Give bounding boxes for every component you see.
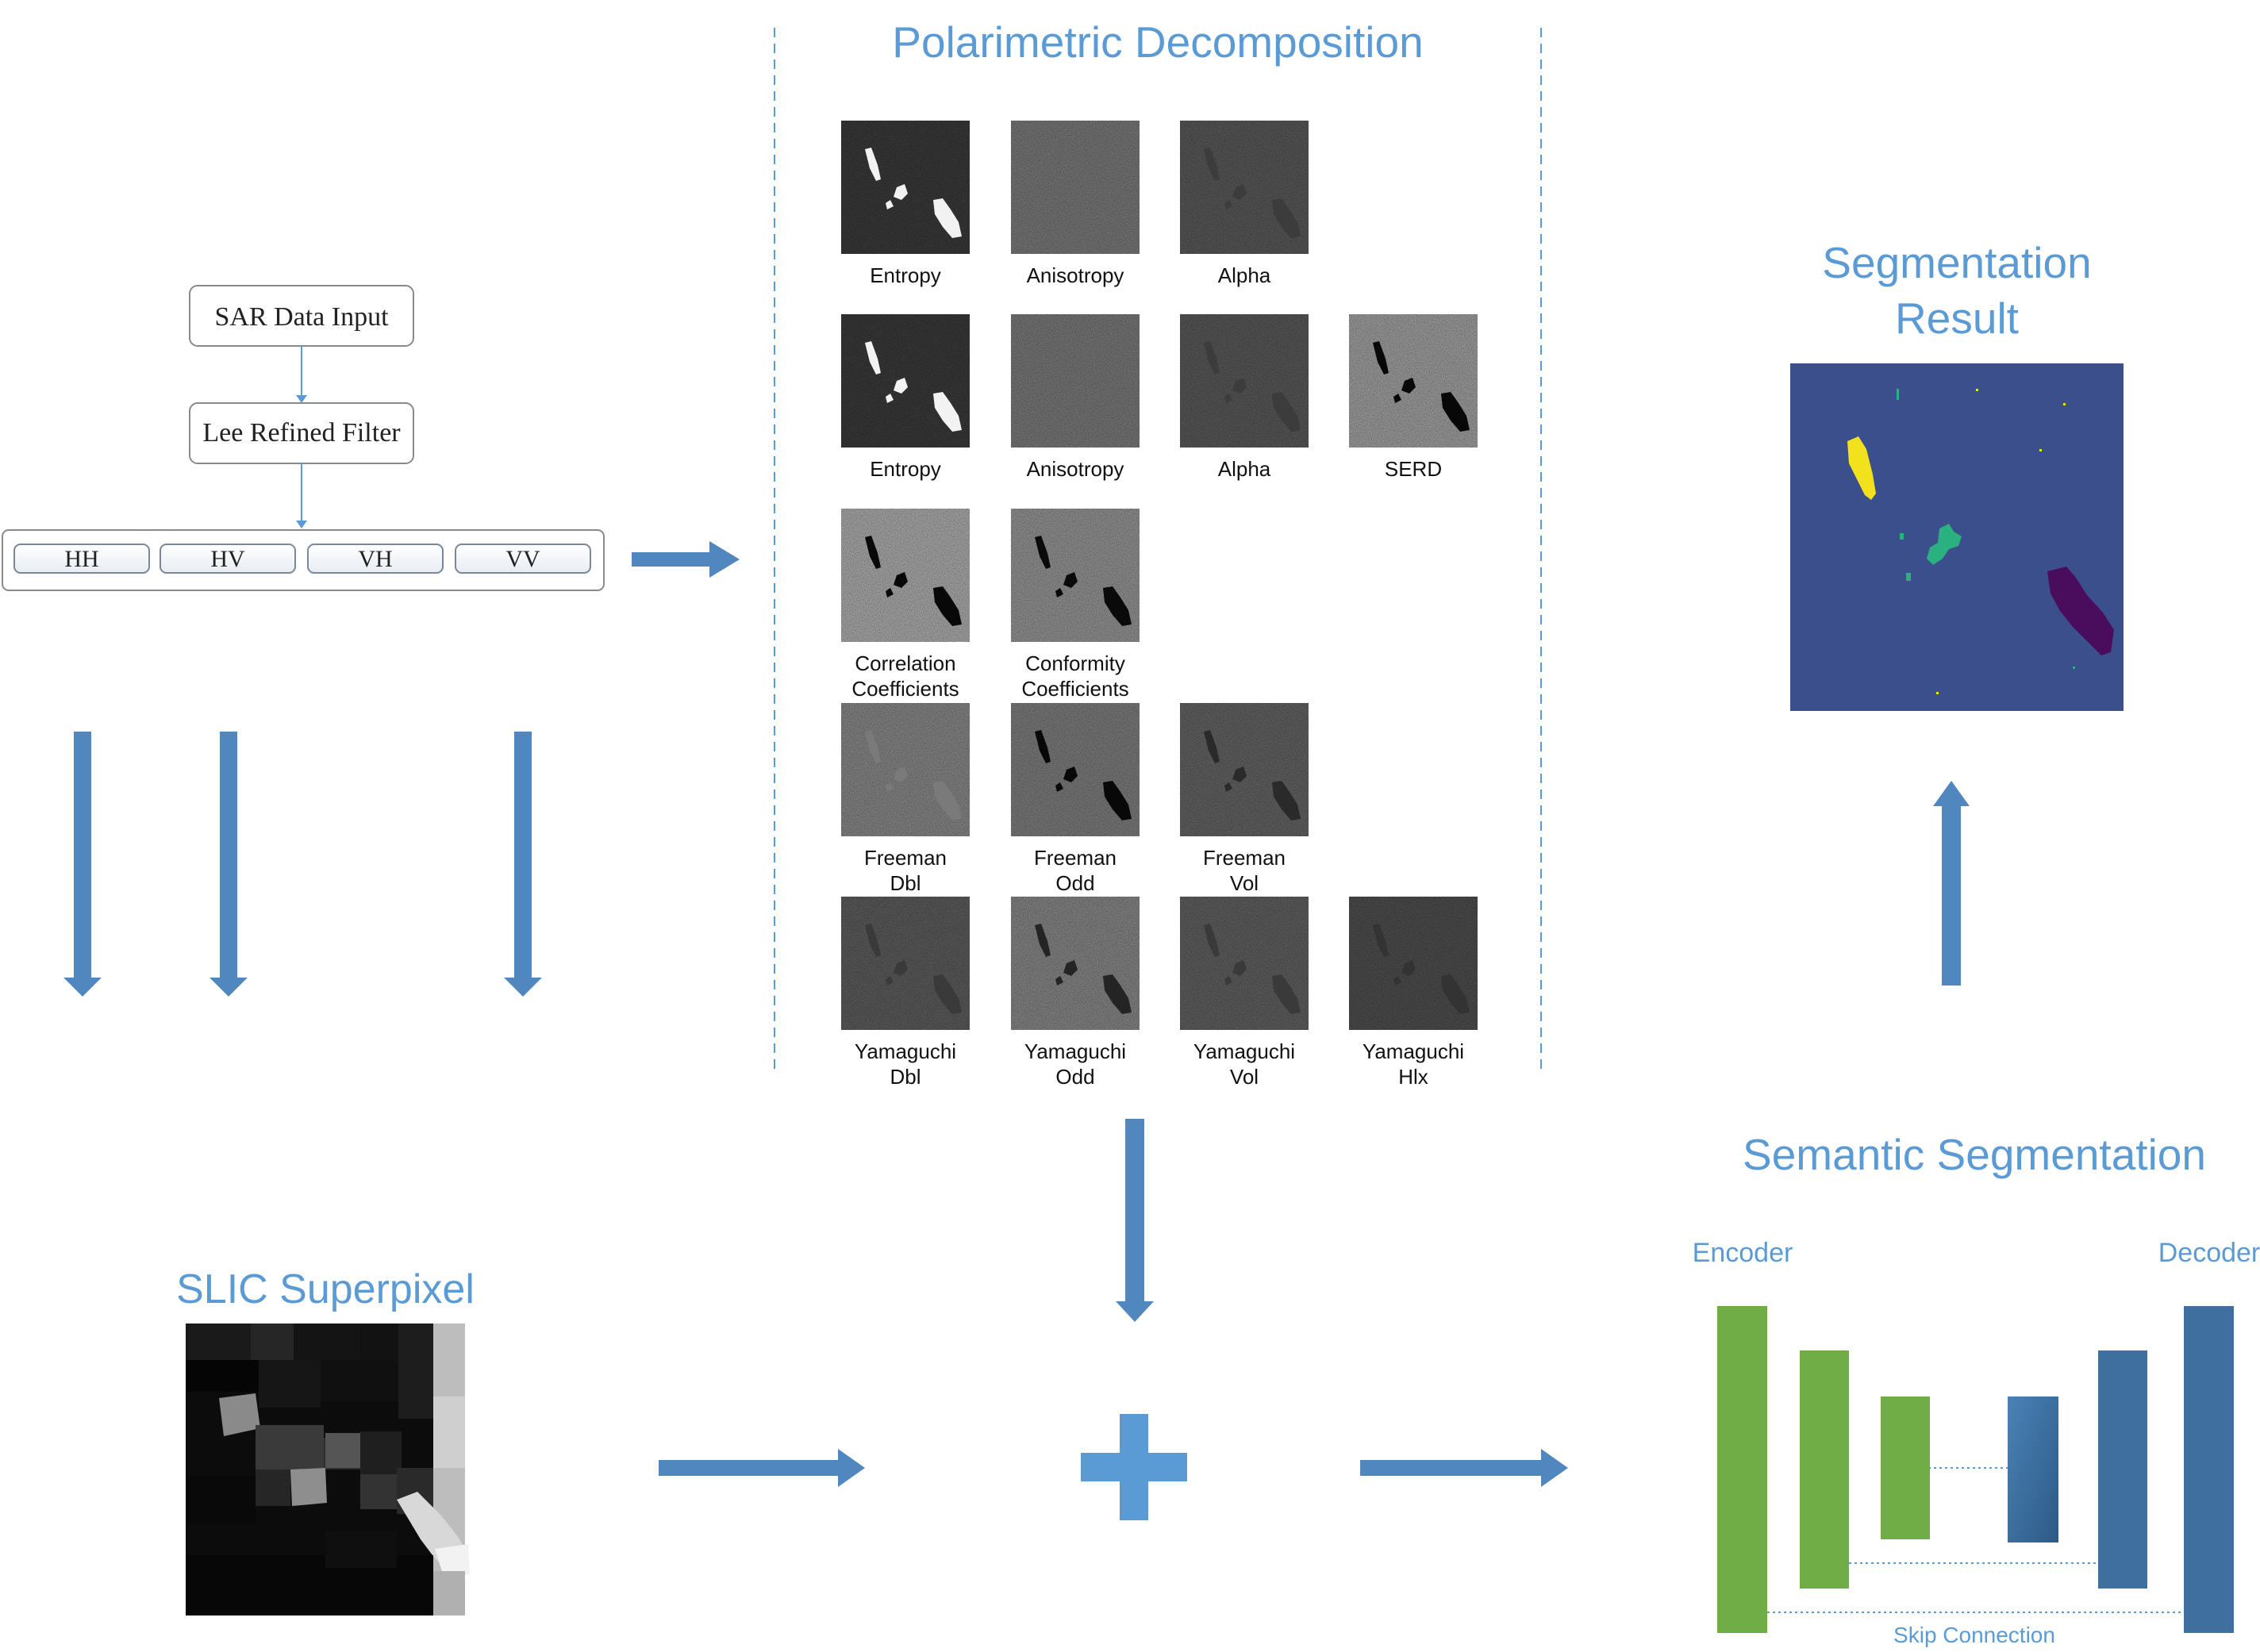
channels-container <box>2 529 605 591</box>
decomp-thumbnail: Alpha <box>1180 121 1309 287</box>
decomp-label-line2: Vol <box>1230 871 1259 895</box>
channel-pill-vh: VH <box>307 544 444 574</box>
decomp-label-line1: Anisotropy <box>1027 263 1124 287</box>
decomp-label-line1: Entropy <box>870 263 941 287</box>
decomp-thumbnail: Alpha <box>1180 314 1309 481</box>
decomp-label-line1: Freeman <box>1203 846 1286 870</box>
decomp-thumbnail: Entropy <box>841 121 970 287</box>
decomp-label-line1: Correlation <box>855 651 955 675</box>
down-arrow-2 <box>209 732 248 997</box>
segmentation-result-image <box>1790 363 2124 711</box>
seg-result-title-line2: Result <box>1895 294 2019 343</box>
input-to-filter-arrowhead <box>296 395 307 403</box>
decomp-label-line1: Yamaguchi <box>1193 1039 1295 1063</box>
arrow-decomp-to-fusion <box>1116 1119 1154 1322</box>
decomp-label-line1: SERD <box>1385 457 1442 481</box>
decomp-label-line2: Dbl <box>890 1065 921 1089</box>
down-arrow-1 <box>63 732 102 997</box>
arrow-slic-to-fusion <box>659 1449 865 1487</box>
filter-to-channels-arrowhead <box>296 521 307 528</box>
decomp-label-line2: Dbl <box>890 871 921 895</box>
arrow-fusion-to-network <box>1360 1449 1568 1487</box>
channel-label: VH <box>358 546 392 572</box>
slic-title: SLIC Superpixel <box>176 1266 475 1312</box>
arrow-to-decomposition <box>632 541 740 578</box>
skip-connection-label: Skip Connection <box>1893 1623 2055 1647</box>
decomp-thumbnail: Entropy <box>841 314 970 481</box>
encoder-block-1 <box>1717 1306 1767 1633</box>
decomp-label-line1: Yamaguchi <box>1363 1039 1464 1063</box>
channel-pill-hh: HH <box>13 544 150 574</box>
decomp-label-line2: Odd <box>1055 1065 1094 1089</box>
decomp-label-line1: Conformity <box>1025 651 1125 675</box>
decomp-label-line1: Freeman <box>1034 846 1117 870</box>
decomp-thumbnail: Anisotropy <box>1011 121 1140 287</box>
decomp-label-line1: Alpha <box>1218 263 1271 287</box>
channel-label: VV <box>505 546 540 572</box>
decomp-thumbnail: Anisotropy <box>1011 314 1140 481</box>
decomp-label-line1: Anisotropy <box>1027 457 1124 481</box>
channel-label: HV <box>210 546 245 572</box>
encoder-block-2 <box>1800 1350 1849 1589</box>
decoder-label: Decoder <box>2158 1238 2260 1268</box>
decomp-label-line1: Yamaguchi <box>1024 1039 1126 1063</box>
channel-pill-vv: VV <box>455 544 591 574</box>
encoder-block-3 <box>1881 1397 1930 1539</box>
channel-label: HH <box>64 546 98 572</box>
decomp-label-line1: Yamaguchi <box>855 1039 956 1063</box>
slic-image <box>186 1324 470 1616</box>
seg-result-title-line1: Segmentation <box>1822 238 2091 287</box>
decomp-label-line2: Odd <box>1055 871 1094 895</box>
decomp-label-line2: Coefficients <box>851 677 959 701</box>
channel-pill-hv: HV <box>160 544 296 574</box>
lee-filter-label: Lee Refined Filter <box>202 418 401 448</box>
decoder-block-2 <box>2098 1350 2147 1589</box>
down-arrow-3 <box>504 732 542 997</box>
decomp-label-line1: Alpha <box>1218 457 1271 481</box>
encoder-label: Encoder <box>1693 1238 1793 1268</box>
decomp-thumbnail: SERD <box>1349 314 1478 481</box>
sar-input-label: SAR Data Input <box>214 302 389 332</box>
decomp-label-line1: Freeman <box>864 846 947 870</box>
arrow-up-to-result <box>1933 781 1970 985</box>
channel-pills: HH HV VH VV <box>13 544 591 574</box>
decoder-block-1 <box>2184 1306 2234 1633</box>
fusion-plus-icon <box>1081 1414 1187 1520</box>
semantic-title: Semantic Segmentation <box>1743 1130 2206 1179</box>
decomp-label-line2: Coefficients <box>1021 677 1128 701</box>
decomp-label-line2: Hlx <box>1398 1065 1428 1089</box>
bottleneck-block <box>2008 1397 2058 1543</box>
decomp-title: Polarimetric Decomposition <box>892 17 1423 67</box>
decomp-label-line1: Entropy <box>870 457 941 481</box>
decomp-label-line2: Vol <box>1230 1065 1259 1089</box>
